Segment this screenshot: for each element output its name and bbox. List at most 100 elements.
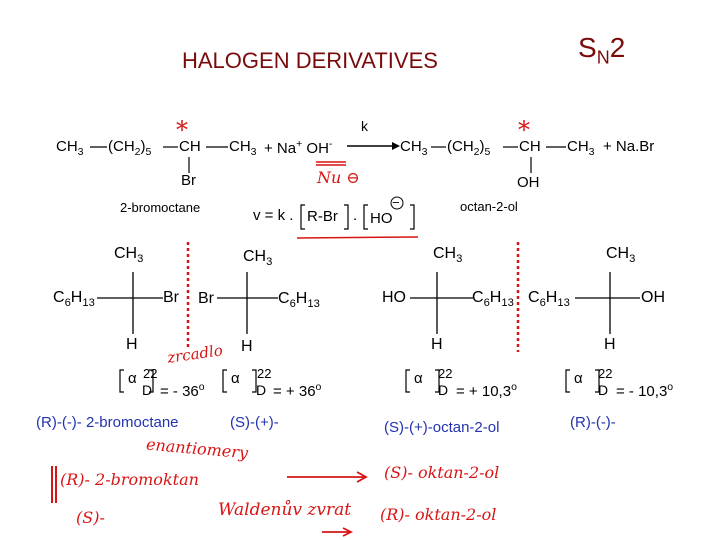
text: H bbox=[489, 289, 502, 306]
subscript: 3 bbox=[77, 146, 84, 158]
product-ch: CH bbox=[519, 138, 541, 155]
fischer2-left: Br bbox=[198, 290, 214, 307]
product-oh: OH bbox=[517, 174, 540, 191]
rotation3-d: D bbox=[438, 382, 449, 398]
text: CH bbox=[114, 245, 138, 262]
rotation-bracket bbox=[119, 369, 124, 393]
rotation1-value: = - 36o bbox=[160, 381, 205, 400]
subscript: 6 bbox=[64, 297, 71, 310]
product-ch3-right: CH3 bbox=[567, 138, 595, 158]
text: CH bbox=[400, 138, 422, 155]
subscript: 13 bbox=[557, 297, 570, 310]
rotation-bracket bbox=[222, 369, 227, 393]
text: = - 10,3 bbox=[616, 383, 668, 400]
fischer3-left: HO bbox=[382, 289, 406, 306]
text: CH bbox=[606, 245, 630, 262]
subscript: 2 bbox=[473, 146, 480, 158]
label-s-octanol: (S)-(+)-octan-2-ol bbox=[384, 419, 500, 436]
rotation1-alpha: α bbox=[128, 370, 137, 387]
subscript: 3 bbox=[137, 253, 144, 266]
reactant-ch: CH bbox=[179, 138, 201, 155]
rotation4-value: = - 10,3o bbox=[616, 381, 673, 400]
fischer4-right: OH bbox=[641, 289, 665, 306]
fischer4-bottom: H bbox=[604, 336, 616, 353]
note-r-bromooctane: (R)- 2-bromoktan bbox=[60, 470, 199, 489]
fischer1-bottom: H bbox=[126, 336, 138, 353]
rate-law-minus: − bbox=[392, 195, 400, 210]
sn2-n: N bbox=[596, 47, 610, 68]
fischer2-bottom: H bbox=[241, 338, 253, 355]
text: H bbox=[545, 289, 558, 306]
text: ) bbox=[140, 138, 146, 155]
text: CH bbox=[567, 138, 589, 155]
subscript: 6 bbox=[289, 298, 296, 311]
text: OH bbox=[306, 140, 329, 157]
reactant-ch3: CH3 bbox=[56, 138, 84, 158]
subscript: 5 bbox=[145, 146, 152, 158]
subscript: 6 bbox=[539, 297, 546, 310]
subscript: 3 bbox=[456, 253, 463, 266]
product-name: octan-2-ol bbox=[460, 199, 518, 214]
superscript: + bbox=[296, 138, 303, 150]
reaction-arrowhead bbox=[392, 142, 400, 150]
text: CH bbox=[243, 248, 267, 265]
walden-inversion-note: Waldenův zvrat bbox=[218, 500, 352, 520]
charge-circle bbox=[390, 196, 404, 210]
rotation2-d: D bbox=[256, 382, 267, 398]
rotation-bracket bbox=[435, 369, 440, 393]
nucleophile-note: Nu ⊖ bbox=[317, 168, 360, 187]
rate-law-rbr: R-Br bbox=[307, 208, 338, 225]
reactant-ch3-right: CH3 bbox=[229, 138, 257, 158]
text: + Na bbox=[264, 140, 297, 157]
degree: o bbox=[315, 381, 322, 393]
text: C bbox=[472, 289, 484, 306]
rotation4-d: D bbox=[598, 382, 609, 398]
rotation1-d: D bbox=[142, 382, 153, 398]
handwritten-arrowhead bbox=[356, 471, 368, 483]
reactant-br: Br bbox=[181, 172, 196, 189]
rotation-bracket bbox=[405, 369, 410, 393]
subscript: 6 bbox=[483, 297, 490, 310]
sn2-s: S bbox=[578, 32, 597, 63]
fischer1-top: CH3 bbox=[114, 245, 143, 265]
bracket-right bbox=[344, 204, 349, 230]
fischer2-top: CH3 bbox=[243, 248, 272, 268]
rate-underline bbox=[296, 236, 419, 239]
subscript: 3 bbox=[629, 253, 636, 266]
subscript: 5 bbox=[484, 146, 491, 158]
degree: o bbox=[667, 381, 674, 393]
rate-law-dot: . bbox=[353, 207, 358, 224]
text: CH bbox=[433, 245, 457, 262]
rotation-bracket bbox=[595, 369, 600, 393]
rate-law-ho: HO bbox=[370, 210, 393, 227]
subscript: 2 bbox=[134, 146, 141, 158]
text: (CH bbox=[108, 138, 135, 155]
reagent-naoh: + Na+ OH- bbox=[264, 138, 332, 157]
stereocenter-mark: * bbox=[518, 116, 530, 144]
fischer3-bottom: H bbox=[431, 336, 443, 353]
label-s-bromooctane: (S)-(+)- bbox=[230, 414, 279, 431]
bracket-right bbox=[410, 204, 415, 230]
text: C bbox=[278, 290, 290, 307]
subscript: 13 bbox=[82, 297, 95, 310]
note-s: (S)- bbox=[76, 508, 105, 527]
reactant-name: 2-bromoctane bbox=[120, 200, 201, 215]
stereocenter-mark: * bbox=[176, 116, 188, 144]
rotation2-temp: 22 bbox=[257, 366, 272, 381]
rate-law-prefix: v = k . bbox=[253, 207, 294, 224]
text: ) bbox=[479, 138, 485, 155]
rotation1-temp: 22 bbox=[143, 366, 158, 381]
rotation2-value: = + 36o bbox=[273, 381, 321, 400]
degree: o bbox=[511, 381, 517, 393]
rotation3-temp: 22 bbox=[438, 366, 453, 381]
rate-constant-k: k bbox=[361, 118, 368, 134]
fischer3-top: CH3 bbox=[433, 245, 462, 265]
superscript: - bbox=[328, 138, 333, 150]
text: H bbox=[70, 289, 83, 306]
label-r-bromooctane: (R)-(-)- 2-bromoctane bbox=[36, 414, 179, 431]
text: C bbox=[528, 289, 540, 306]
subscript: 3 bbox=[266, 256, 273, 269]
label-r-octanol: (R)-(-)- bbox=[570, 414, 616, 431]
